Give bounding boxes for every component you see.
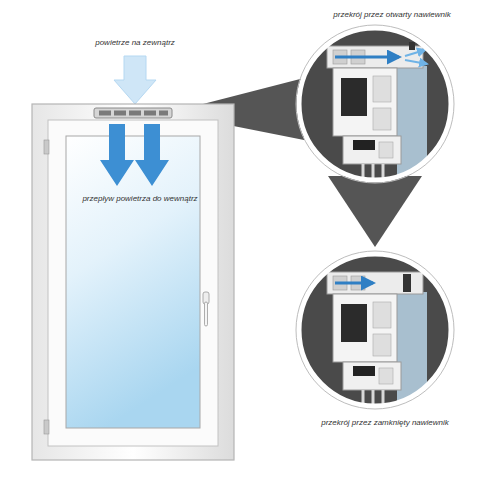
airflow-arrow [405,50,425,56]
open-vent-section [295,24,455,186]
airflow-arrow [405,60,427,64]
hinge [44,140,49,154]
section-ring [296,25,454,183]
window-handle [205,302,208,326]
window-sash [48,120,218,446]
closed-vent-section [295,250,455,412]
outside-air-arrow [114,56,156,104]
caption-label: powietrze na zewnątrz [95,38,175,48]
inflow-arrow [135,124,169,186]
callout-wedge [328,176,422,247]
vent-flap [409,42,415,50]
profile-section [295,250,455,412]
profile-section [295,24,455,186]
window-glass [66,136,200,428]
caption-label: przepływ powietrza do wewnątrz [82,194,197,204]
section-ring [299,28,451,180]
caption-label: przekrój przez otwarty nawiewnik [333,10,450,20]
airflow-arrow [335,282,373,285]
window-frame [32,104,234,460]
vent-flap [403,274,411,292]
section-ring [299,254,451,406]
inflow-arrow [100,124,134,186]
hinge [44,420,49,434]
caption-label: przekrój przez zamknięty nawiewnik [321,418,449,428]
trickle-vent [94,108,172,118]
airflow-arrow [335,56,399,59]
section-ring [296,251,454,409]
